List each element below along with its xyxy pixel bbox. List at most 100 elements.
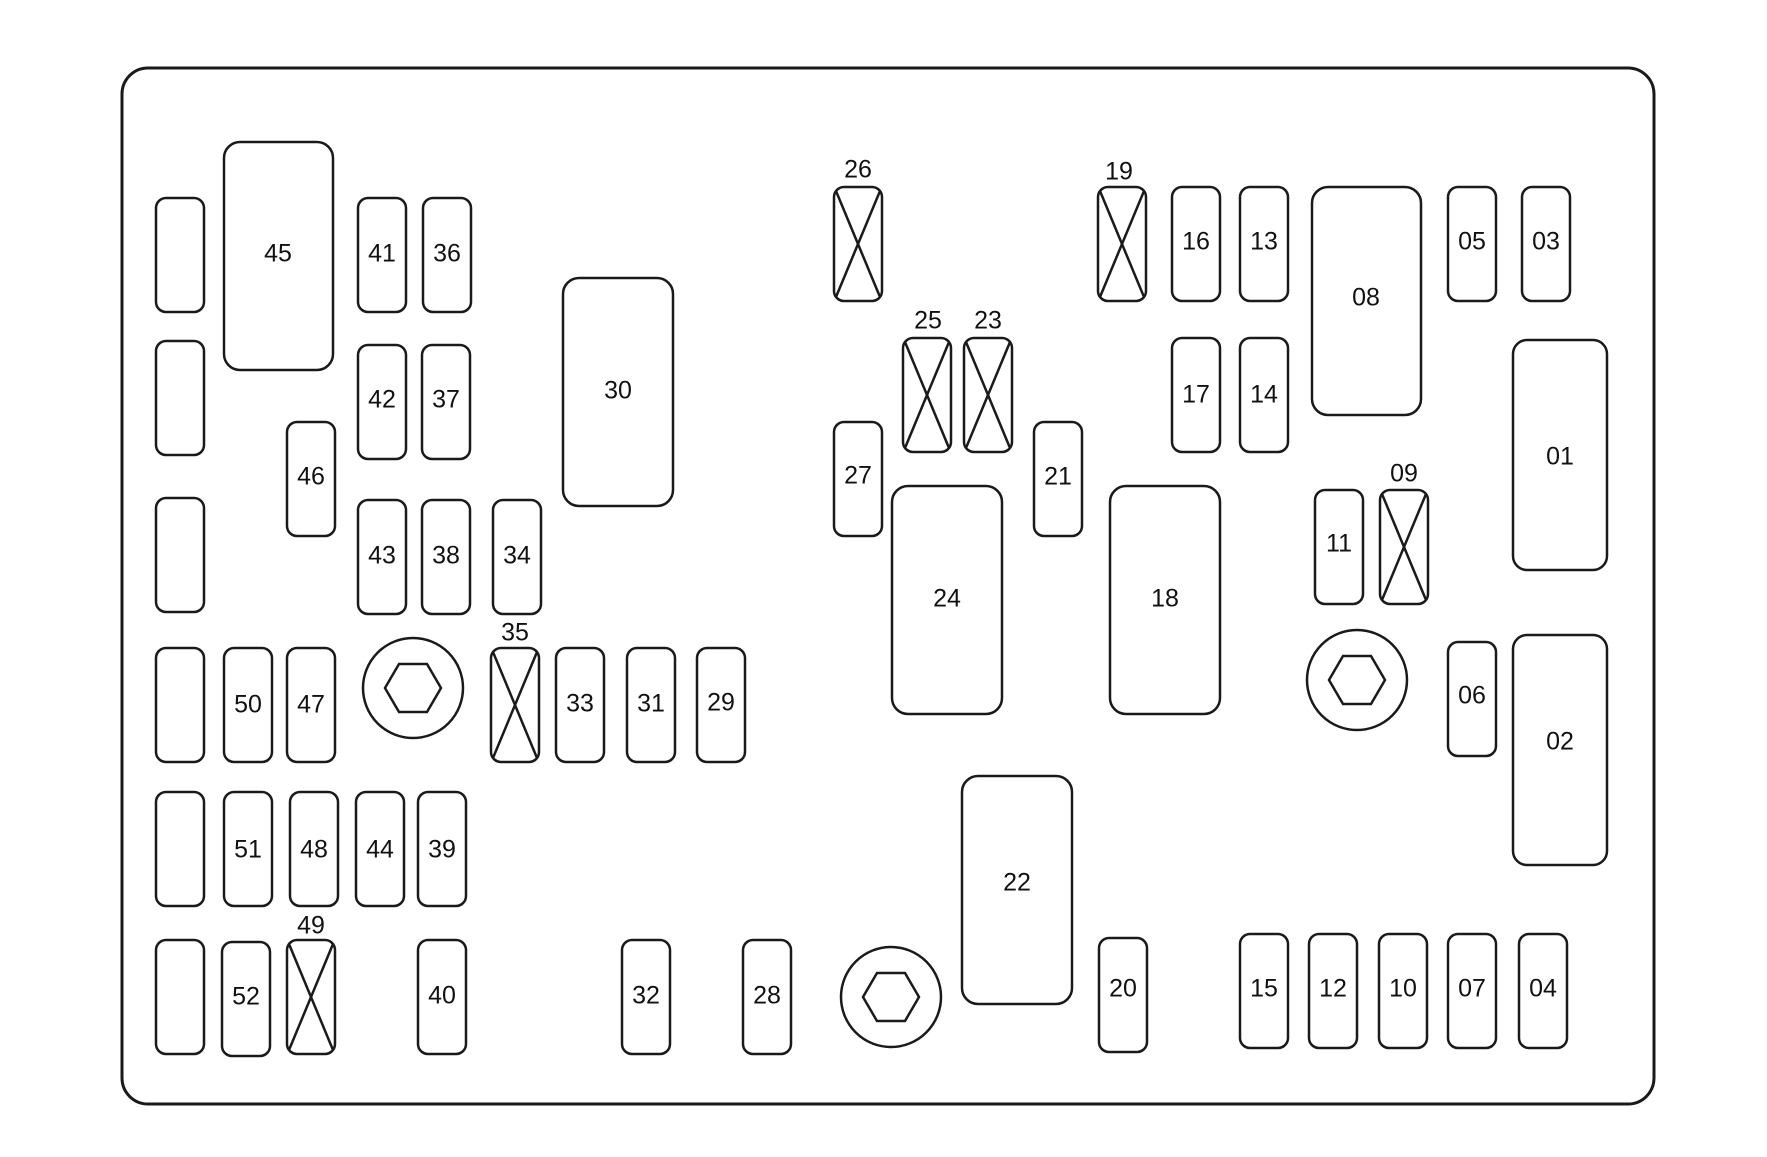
fuse-10-label: 10 xyxy=(1389,975,1417,1003)
fuse-10 xyxy=(1377,932,1429,1050)
fuse-03 xyxy=(1520,185,1572,303)
fuse-49 xyxy=(285,938,337,1056)
fuse-07-label: 07 xyxy=(1458,975,1486,1003)
fuse-03-label: 03 xyxy=(1532,228,1560,256)
fuse-35 xyxy=(489,646,541,764)
fuse-06 xyxy=(1446,640,1498,758)
fuse-24 xyxy=(890,484,1004,716)
fuse-25 xyxy=(901,336,953,454)
fuse-31 xyxy=(625,646,677,764)
fuse-09 xyxy=(1378,488,1430,606)
fuse-52 xyxy=(220,940,272,1058)
fuse-15-label: 15 xyxy=(1250,975,1278,1003)
blank-slot-6 xyxy=(154,938,206,1056)
fuse-15 xyxy=(1238,932,1290,1050)
fuse-box-outline xyxy=(120,66,1656,1106)
fuse-51-label: 51 xyxy=(234,836,262,864)
fuse-21-label: 21 xyxy=(1044,463,1072,491)
blank-slot-2 xyxy=(154,339,206,457)
blank-slot-3 xyxy=(154,496,206,614)
fuse-46 xyxy=(285,420,337,538)
fuse-02 xyxy=(1511,633,1609,867)
fuse-50-label: 50 xyxy=(234,691,262,719)
fuse-29 xyxy=(695,646,747,764)
mounting-bolt-center xyxy=(839,945,943,1049)
fuse-05-label: 05 xyxy=(1458,228,1486,256)
fuse-47 xyxy=(285,646,337,764)
fuse-36 xyxy=(421,196,473,314)
fuse-46-label: 46 xyxy=(297,463,325,491)
fuse-38-label: 38 xyxy=(432,542,460,570)
fuse-33 xyxy=(554,646,606,764)
fuse-39-label: 39 xyxy=(428,836,456,864)
fuse-11 xyxy=(1313,488,1365,606)
fuse-28-label: 28 xyxy=(753,982,781,1010)
fuse-43 xyxy=(356,498,408,616)
fuse-08-label: 08 xyxy=(1352,284,1380,312)
fuse-07 xyxy=(1446,932,1498,1050)
fuse-49-label: 49 xyxy=(297,912,325,940)
fuse-04-label: 04 xyxy=(1529,975,1557,1003)
fuse-42 xyxy=(356,343,408,461)
fuse-38 xyxy=(420,498,472,616)
fuse-36-label: 36 xyxy=(433,240,461,268)
fuse-48 xyxy=(288,790,340,908)
fuse-40 xyxy=(416,938,468,1056)
fuse-21 xyxy=(1032,420,1084,538)
fuse-09-label: 09 xyxy=(1390,460,1418,488)
fuse-45-label: 45 xyxy=(264,240,292,268)
fuse-45 xyxy=(222,140,335,372)
fuse-01-label: 01 xyxy=(1546,443,1574,471)
fuse-02-label: 02 xyxy=(1546,728,1574,756)
fuse-34 xyxy=(491,498,543,616)
fuse-14-label: 14 xyxy=(1250,381,1278,409)
fuse-22 xyxy=(960,774,1074,1006)
fuse-24-label: 24 xyxy=(933,585,961,613)
fuse-05 xyxy=(1446,185,1498,303)
mounting-bolt-right xyxy=(1305,628,1409,732)
fuse-27-label: 27 xyxy=(844,462,872,490)
fuse-26 xyxy=(832,185,884,303)
fuse-14 xyxy=(1238,336,1290,454)
fuse-32-label: 32 xyxy=(632,982,660,1010)
fuse-40-label: 40 xyxy=(428,982,456,1010)
fuse-26-label: 26 xyxy=(844,156,872,184)
fuse-48-label: 48 xyxy=(300,836,328,864)
mounting-bolt-left xyxy=(361,636,465,740)
fuse-16 xyxy=(1170,185,1222,303)
fuse-17 xyxy=(1170,336,1222,454)
fuse-28 xyxy=(741,938,793,1056)
fuse-31-label: 31 xyxy=(637,690,665,718)
blank-slot-5 xyxy=(154,790,206,908)
blank-slot-1 xyxy=(154,196,206,314)
fuse-34-label: 34 xyxy=(503,542,531,570)
fuse-06-label: 06 xyxy=(1458,682,1486,710)
fuse-44 xyxy=(354,790,406,908)
fuse-13 xyxy=(1238,185,1290,303)
fuse-37 xyxy=(420,343,472,461)
blank-slot-4 xyxy=(154,646,206,764)
fuse-52-label: 52 xyxy=(232,983,260,1011)
fuse-39 xyxy=(416,790,468,908)
fuse-11-label: 11 xyxy=(1326,530,1352,558)
fuse-18-label: 18 xyxy=(1151,585,1179,613)
fuse-27 xyxy=(832,420,884,538)
fuse-42-label: 42 xyxy=(368,386,396,414)
fuse-35-label: 35 xyxy=(501,619,529,647)
fuse-08 xyxy=(1310,185,1423,417)
fuse-20-label: 20 xyxy=(1109,975,1137,1003)
fuse-18 xyxy=(1108,484,1222,716)
fuse-30-label: 30 xyxy=(604,377,632,405)
fuse-19 xyxy=(1096,185,1148,303)
fuse-01 xyxy=(1511,338,1609,572)
fuse-50 xyxy=(222,646,274,764)
fuse-23-label: 23 xyxy=(974,307,1002,335)
fuse-17-label: 17 xyxy=(1182,381,1210,409)
fuse-16-label: 16 xyxy=(1182,228,1210,256)
fuse-25-label: 25 xyxy=(914,307,942,335)
fuse-44-label: 44 xyxy=(366,836,394,864)
fuse-43-label: 43 xyxy=(368,542,396,570)
fuse-41 xyxy=(356,196,408,314)
fuse-19-label: 19 xyxy=(1105,158,1133,186)
